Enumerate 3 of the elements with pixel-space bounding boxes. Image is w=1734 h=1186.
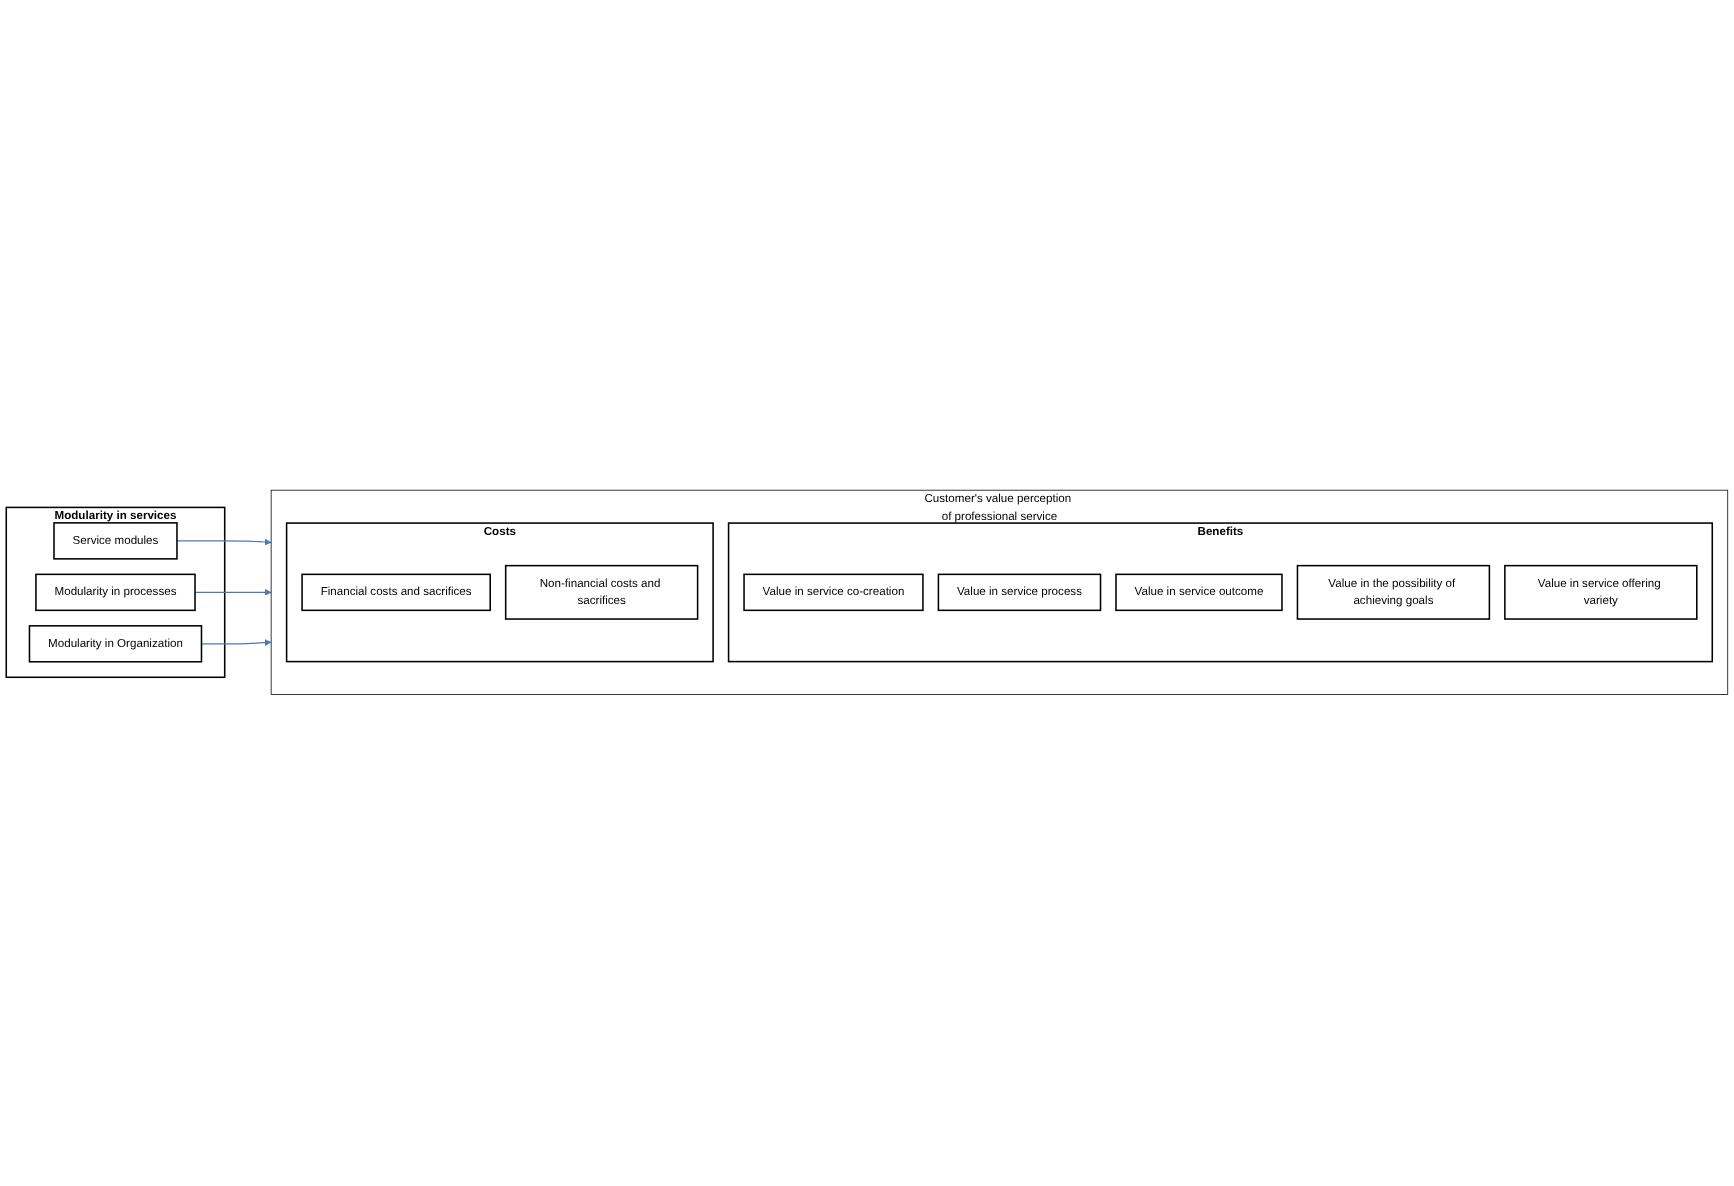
arrow: [194, 589, 272, 597]
arrow: [176, 539, 272, 547]
arrow: [200, 639, 272, 647]
